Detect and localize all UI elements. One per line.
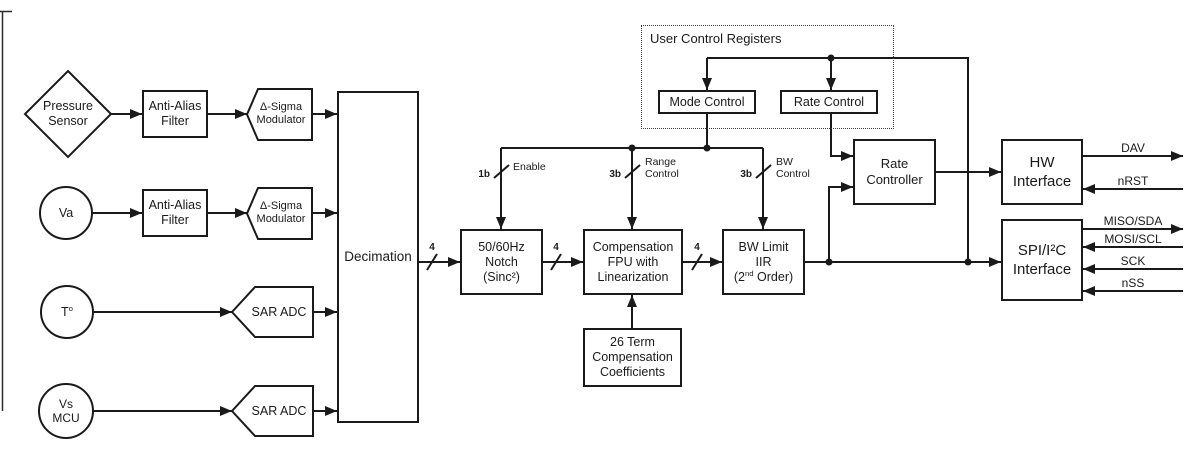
anti-alias-filter-2: Anti-Alias Filter xyxy=(142,189,208,237)
temp-label: To xyxy=(41,303,93,320)
pressure-sensor-label: Pressure Sensor xyxy=(42,99,94,128)
bw-limit-iir-block: BW Limit IIR (2nd Order) xyxy=(722,229,805,295)
delta-sigma-modulator-label-2: Δ-Sigma Modulator xyxy=(256,200,306,225)
bw-limit-line3-post: Order) xyxy=(753,269,794,284)
nss-signal-label: nSS xyxy=(1121,276,1145,290)
dav-signal-label: DAV xyxy=(1121,141,1145,155)
bus-slashes xyxy=(426,164,772,271)
mosi-scl-signal-label: MOSI/SCL xyxy=(1104,232,1162,246)
decimation-block: Decimation xyxy=(337,91,419,423)
bus-width-notch-out: 4 xyxy=(553,242,559,253)
hw-interface-block: HW Interface xyxy=(1001,139,1083,205)
temp-label-sup: o xyxy=(68,303,73,313)
delta-sigma-modulator-shape-2 xyxy=(245,187,313,240)
junction-dots xyxy=(628,54,972,266)
miso-sda-signal-label: MISO/SDA xyxy=(1103,214,1163,228)
bw-limit-line1: BW Limit xyxy=(738,239,789,254)
sar-adc-label-2: SAR ADC xyxy=(251,404,307,418)
temp-label-base: T xyxy=(61,305,69,319)
bw-control-label: BW Control xyxy=(776,156,810,180)
sck-signal-label: SCK xyxy=(1120,254,1146,268)
sar-adc-label-1: SAR ADC xyxy=(251,305,307,319)
sar-adc-shape-2 xyxy=(230,385,314,437)
frame-edge xyxy=(0,10,12,411)
bw-limit-line2: IIR xyxy=(755,254,772,269)
compensation-coefficients-block: 26 Term Compensation Coefficients xyxy=(583,328,682,387)
notch-filter-block: 50/60Hz Notch (Sinc²) xyxy=(460,229,543,295)
vs-mcu-label: Vs MCU xyxy=(52,397,80,425)
bus-width-range: 3b xyxy=(609,169,621,180)
rate-control-register: Rate Control xyxy=(780,90,878,114)
mode-control-register: Mode Control xyxy=(658,90,756,114)
bw-limit-line3-sup: nd xyxy=(744,268,754,278)
user-control-registers-title: User Control Registers xyxy=(650,31,782,46)
bus-width-dec-out: 4 xyxy=(429,242,435,253)
compensation-fpu-block: Compensation FPU with Linearization xyxy=(583,229,683,295)
bw-limit-line3: (2nd Order) xyxy=(733,268,794,285)
va-label: Va xyxy=(58,206,74,220)
bw-limit-line3-pre: (2 xyxy=(733,269,745,284)
rate-controller-block: Rate Controller xyxy=(853,139,936,205)
bus-width-comp-out: 4 xyxy=(694,242,700,253)
nrst-signal-label: nRST xyxy=(1117,174,1149,188)
delta-sigma-modulator-label-1: Δ-Sigma Modulator xyxy=(256,101,306,126)
spi-i2c-interface-block: SPI/I²C Interface xyxy=(1001,219,1083,301)
anti-alias-filter-1: Anti-Alias Filter xyxy=(142,90,208,138)
enable-control-label: Enable xyxy=(513,161,546,173)
user-control-registers-group xyxy=(641,25,894,129)
bus-width-bw: 3b xyxy=(740,169,752,180)
bus-width-enable: 1b xyxy=(478,169,490,180)
delta-sigma-modulator-shape-1 xyxy=(245,88,313,141)
pressure-sensor-diamond xyxy=(23,69,113,159)
sar-adc-shape-1 xyxy=(230,286,314,338)
range-control-label: Range Control xyxy=(645,156,679,180)
